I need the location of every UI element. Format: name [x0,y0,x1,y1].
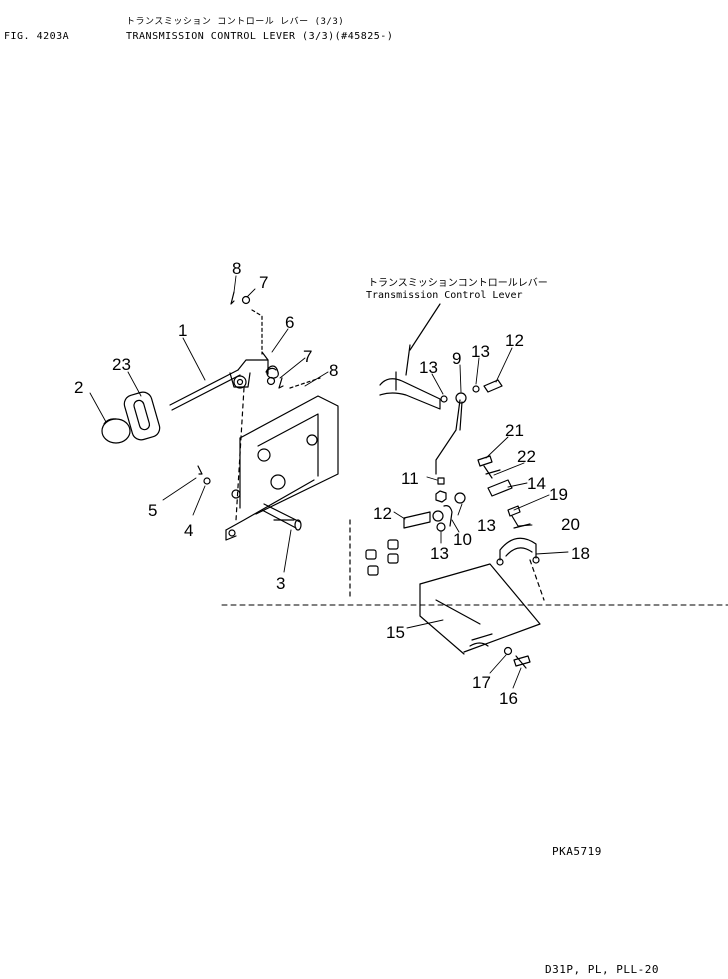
mounting-bracket [349,519,545,655]
callout-13-top-left: 13 [419,358,438,377]
callout-10: 10 [453,530,472,549]
callout-21: 21 [505,421,524,440]
callout-7-top: 7 [259,273,268,292]
note-english: Transmission Control Lever [366,290,523,301]
callout-19: 19 [549,485,568,504]
rod-joint-hardware [403,477,466,532]
control-rod [435,379,503,475]
callout-13-top-right: 13 [471,342,490,361]
drawing-code: PKA5719 [552,845,602,858]
callout-18: 18 [571,544,590,563]
callout-15: 15 [386,623,405,642]
callout-6: 6 [285,313,294,332]
rod-clamp [496,537,540,566]
rubber-cushions [365,539,399,576]
callout-12-bottom: 12 [373,504,392,523]
pivot-shaft [261,503,302,531]
callout-5: 5 [148,501,157,520]
callout-16: 16 [499,689,518,708]
callout-numbers: 8 7 6 1 23 2 7 8 5 4 3 13 9 13 12 21 22 … [74,259,590,708]
callout-14: 14 [527,474,546,493]
lever-boot [123,391,161,441]
title-english: TRANSMISSION CONTROL LEVER (3/3)(#45825-… [126,31,394,42]
model-code: D31P, PL, PLL-20 [545,963,659,976]
callout-13-right: 13 [477,516,496,535]
callout-8-mid: 8 [329,361,338,380]
snap-pins [197,291,284,485]
callout-13-bottom: 13 [430,544,449,563]
figure-label: FIG. 4203A [4,31,70,42]
note-japanese: トランスミッションコントロールレバー [368,277,548,289]
callout-9: 9 [452,349,461,368]
callout-3: 3 [276,574,285,593]
base-bolt [503,646,531,669]
callout-1: 1 [178,321,187,340]
callout-20: 20 [561,515,580,534]
callout-7-mid: 7 [303,347,312,366]
control-lever [169,359,269,521]
shift-lever-outline [379,303,441,410]
callout-12-top: 12 [505,331,524,350]
callout-4: 4 [184,521,193,540]
callout-2: 2 [74,378,83,397]
callout-22: 22 [517,447,536,466]
callout-17: 17 [472,673,491,692]
callout-leaders [89,275,569,689]
callout-8-top: 8 [232,259,241,278]
return-spring [261,351,279,379]
lever-bracket [225,377,339,541]
title-japanese: トランスミッション コントロール レバー (3/3) [126,17,345,27]
callout-23: 23 [112,355,131,374]
callout-11: 11 [401,469,419,488]
knob [101,418,131,444]
